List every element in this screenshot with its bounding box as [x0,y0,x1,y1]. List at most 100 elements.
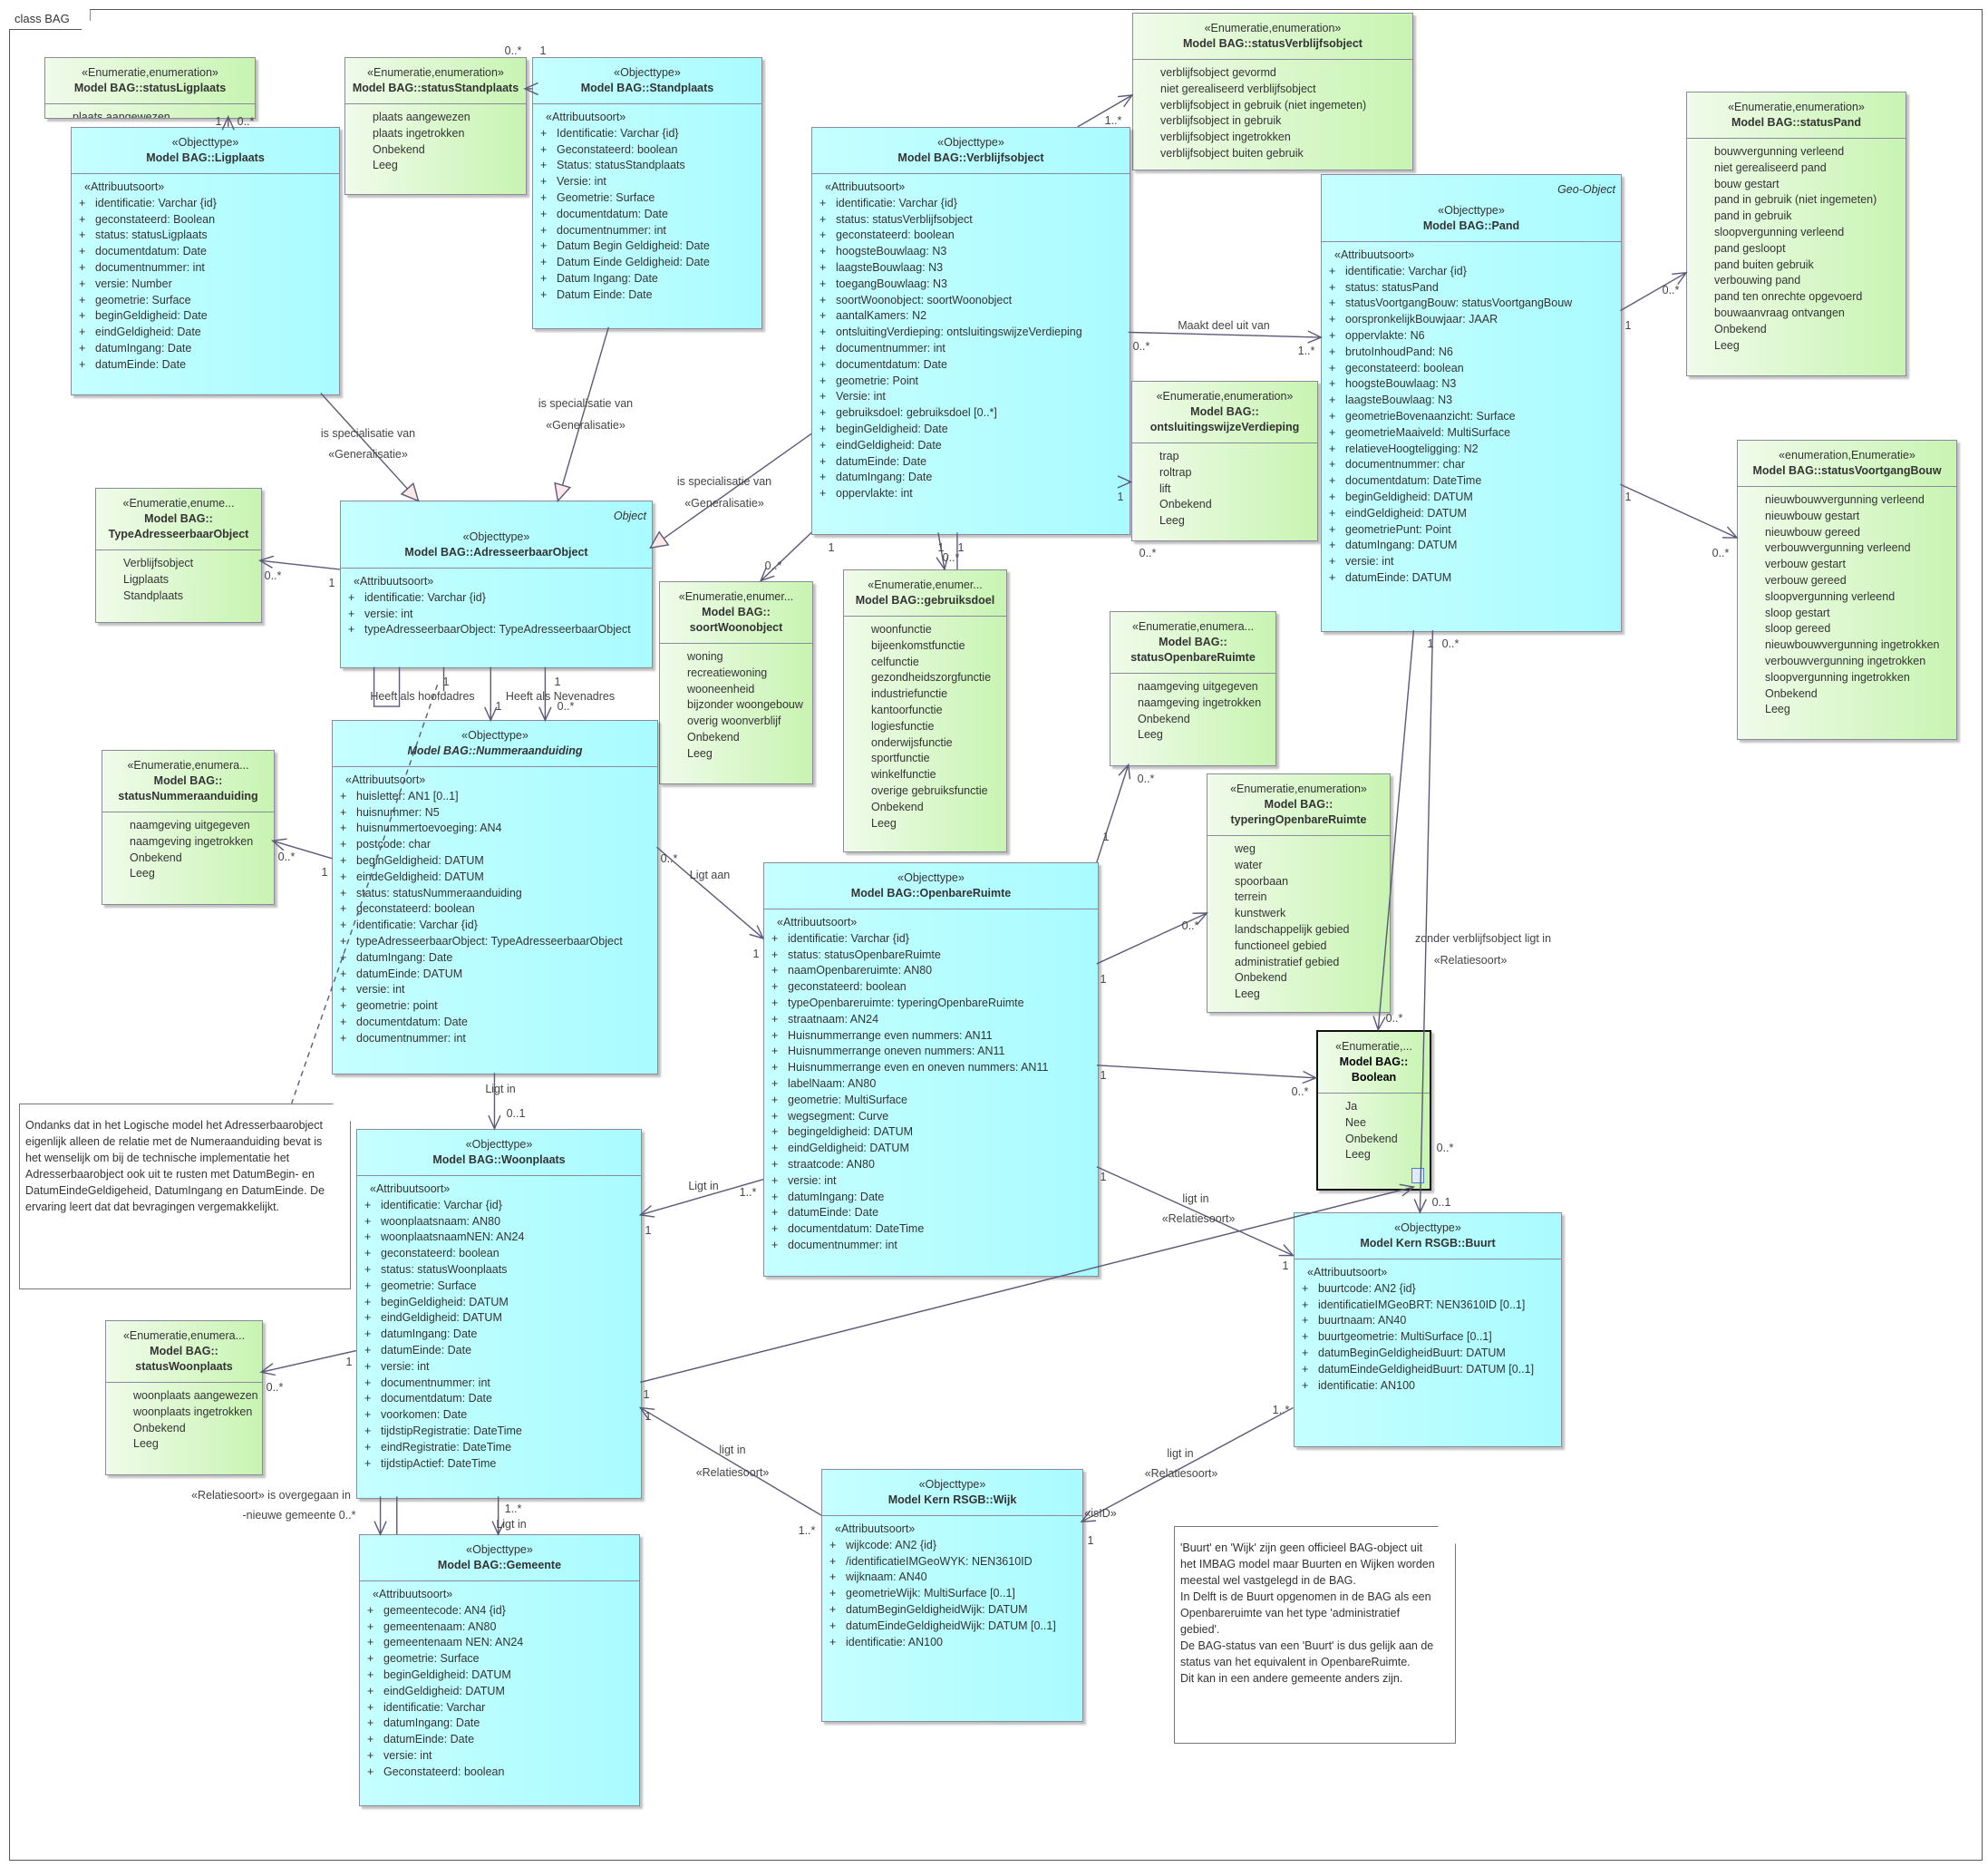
attribute: status: statusPand [1325,280,1617,297]
class-box-nummeraanduiding[interactable]: «Objecttype»Model BAG::Nummeraanduiding«… [332,720,658,1074]
connector-label: 1..* [1297,345,1315,357]
enum-box--typeadresseerbaarobject[interactable]: «Enumeratie,enume...Model BAG::TypeAdres… [95,488,262,623]
attribute: /identificatieIMGeoWYK: NEN3610ID [826,1554,1079,1570]
enum-literal: Verblijfsobject [123,557,194,569]
enum-literal: Leeg [1345,1148,1371,1162]
attribute: eindGeldigheid: DATUM [768,1141,1094,1157]
attribute: ontsluitingVerdieping: ontsluitingswijze… [816,325,1126,341]
class-box-ligplaats[interactable]: «Objecttype»Model BAG::Ligplaats«Attribu… [71,127,340,395]
attribute: Status: statusStandplaats [537,158,758,174]
connector-label: ligt in [1167,1447,1194,1460]
class-box-verblijfsobject[interactable]: «Objecttype»Model BAG::Verblijfsobject«A… [811,127,1130,535]
class-stereotype: «Enumeratie,enumeration» [1204,22,1342,34]
enum-literal: water [1235,858,1263,871]
attribute: postcode: char [336,837,654,853]
class-name: Model BAG:: [1264,798,1333,811]
class-stereotype: «Enumeratie,... [1335,1040,1412,1053]
attribute: versie: int [364,1748,635,1765]
attribute: Geconstateerd: boolean [364,1765,635,1781]
enum-box--ontsluitingswijzeverdieping[interactable]: «Enumeratie,enumeration»Model BAG::ontsl… [1131,381,1318,541]
enum-literal: verblijfsobject buiten gebruik [1160,146,1304,160]
section-label: «Attribuutsoort» [345,773,426,786]
class-box-adresseerbaarobject[interactable]: Object«Objecttype»Model BAG::Adresseerba… [340,501,653,668]
enum-box-statuspand[interactable]: «Enumeratie,enumeration»Model BAG::statu… [1686,92,1906,376]
class-header: «Objecttype»Model BAG::Ligplaats [72,128,339,174]
enum-box-gebruiksdoel[interactable]: «Enumeratie,enumer...Model BAG::gebruiks… [843,569,1007,852]
connector-label: «isID» [1084,1507,1117,1520]
class-box-gemeente[interactable]: «Objecttype»Model BAG::Gemeente«Attribuu… [359,1534,640,1806]
connector-label: 1 [1624,491,1632,503]
enum-box--statusopenbareruimte[interactable]: «Enumeratie,enumera...Model BAG::statusO… [1110,611,1276,766]
class-box-wijk[interactable]: «Objecttype»Model Kern RSGB::Wijk«Attrib… [821,1469,1083,1722]
attribute: woonplaatsnaamNEN: AN24 [361,1230,637,1246]
class-name: Model BAG::Verblijfsobject [897,151,1044,164]
enum-literal: lift [1159,481,1171,495]
class-stereotype: «Objecttype» [614,66,681,79]
connector-label: 1 [957,541,965,554]
attribute: datumEinde: Date [768,1205,1094,1221]
section-label: «Attribuutsoort» [84,180,165,193]
connector-label: 1 [828,541,835,554]
enum-box--soortwoonobject[interactable]: «Enumeratie,enumer...Model BAG::soortWoo… [659,581,813,784]
enum-literal: Onbekend [1138,712,1190,725]
class-stereotype: «Objecttype» [1394,1221,1461,1234]
attribute: Huisnummerrange oneven nummers: AN11 [768,1044,1094,1060]
enum-literal: Onbekend [1159,498,1212,511]
enum-box-statusstandplaats[interactable]: «Enumeratie,enumeration»Model BAG::statu… [344,57,527,195]
enum-literal: woonplaats ingetrokken [133,1405,253,1418]
connector-label: 1 [1102,831,1110,843]
enum-box-statusvoortgangbouw[interactable]: «enumeration,Enumeratie»Model BAG::statu… [1737,440,1957,740]
note-box[interactable]: 'Buurt' en 'Wijk' zijn geen officieel BA… [1174,1526,1456,1744]
note-box[interactable]: Ondanks dat in het Logische model het Ad… [19,1104,351,1289]
class-header: «Enumeratie,enume...Model BAG::TypeAdres… [96,489,261,550]
attribute: identificatie: Varchar {id} [816,196,1126,212]
attribute: datumIngang: Date [361,1327,637,1343]
class-name: Model BAG::Woonplaats [432,1153,566,1166]
class-stereotype: «Enumeratie,enumeration» [1230,783,1367,795]
class-name: Model BAG::OpenbareRuimte [850,887,1012,899]
connector-label: 1 [442,676,450,688]
attribute: Geconstateerd: boolean [537,142,758,159]
connector-label: is specialisatie van [320,427,416,440]
attribute: versie: int [361,1359,637,1376]
attribute: versie: int [344,607,648,623]
connector-label: 0..* [1712,547,1730,559]
enum-box-statusverblijfsobject[interactable]: «Enumeratie,enumeration»Model BAG::statu… [1132,13,1413,170]
class-box-openbareruimte[interactable]: «Objecttype»Model BAG::OpenbareRuimte«At… [763,862,1099,1277]
connector-label: 1 [645,1224,652,1237]
class-box-buurt[interactable]: «Objecttype»Model Kern RSGB::Buurt«Attri… [1294,1212,1562,1447]
enum-literal: naamgeving ingetrokken [130,834,254,848]
section-label: «Attribuutsoort» [835,1522,916,1535]
attribute: documentnummer: int [768,1238,1094,1254]
attribute: oppervlakte: N6 [1325,328,1617,345]
attribute: geometrie: Surface [364,1651,635,1668]
section-label: «Attribuutsoort» [373,1588,453,1600]
enum-literal: Leeg [871,816,897,830]
class-body: «Attribuutsoort»identificatie: Varchar {… [812,174,1130,508]
enum-box--typeringopenbareruimte[interactable]: «Enumeratie,enumeration»Model BAG::typer… [1207,773,1391,1013]
enum-box--statusnummeraanduiding[interactable]: «Enumeratie,enumera...Model BAG::statusN… [102,750,275,905]
class-stereotype: «Enumeratie,enumer... [678,590,794,603]
class-box-woonplaats[interactable]: «Objecttype»Model BAG::Woonplaats«Attrib… [356,1129,642,1499]
enum-box-statusligplaats[interactable]: «Enumeratie,enumeration»Model BAG::statu… [44,57,256,119]
attribute: status: statusWoonplaats [361,1262,637,1279]
class-box-standplaats[interactable]: «Objecttype»Model BAG::Standplaats«Attri… [532,57,762,329]
enum-literal: roltrap [1159,465,1192,479]
class-body: «Attribuutsoort»identificatie: Varchar {… [357,1176,641,1477]
enum-box--statuswoonplaats[interactable]: «Enumeratie,enumera...Model BAG::statusW… [105,1320,263,1475]
attribute: geometrieBovenaanzicht: Surface [1325,409,1617,425]
class-header: «Enumeratie,enumeration»Model BAG::typer… [1207,774,1390,836]
class-body: «Attribuutsoort»Identificatie: Varchar {… [533,104,761,309]
attribute: geometrie: MultiSurface [768,1093,1094,1109]
class-name: statusNummeraanduiding [118,790,258,802]
attribute: Identificatie: Varchar {id} [537,126,758,142]
attribute: datumEinde: Date [361,1343,637,1359]
class-header: «Enumeratie,enumeration»Model BAG::ontsl… [1132,382,1317,443]
attribute: identificatie: Varchar {id} [336,918,654,934]
class-name: Model BAG:: [1190,405,1259,418]
class-box-pand[interactable]: Geo-Object«Objecttype»Model BAG::Pand«At… [1321,174,1622,632]
